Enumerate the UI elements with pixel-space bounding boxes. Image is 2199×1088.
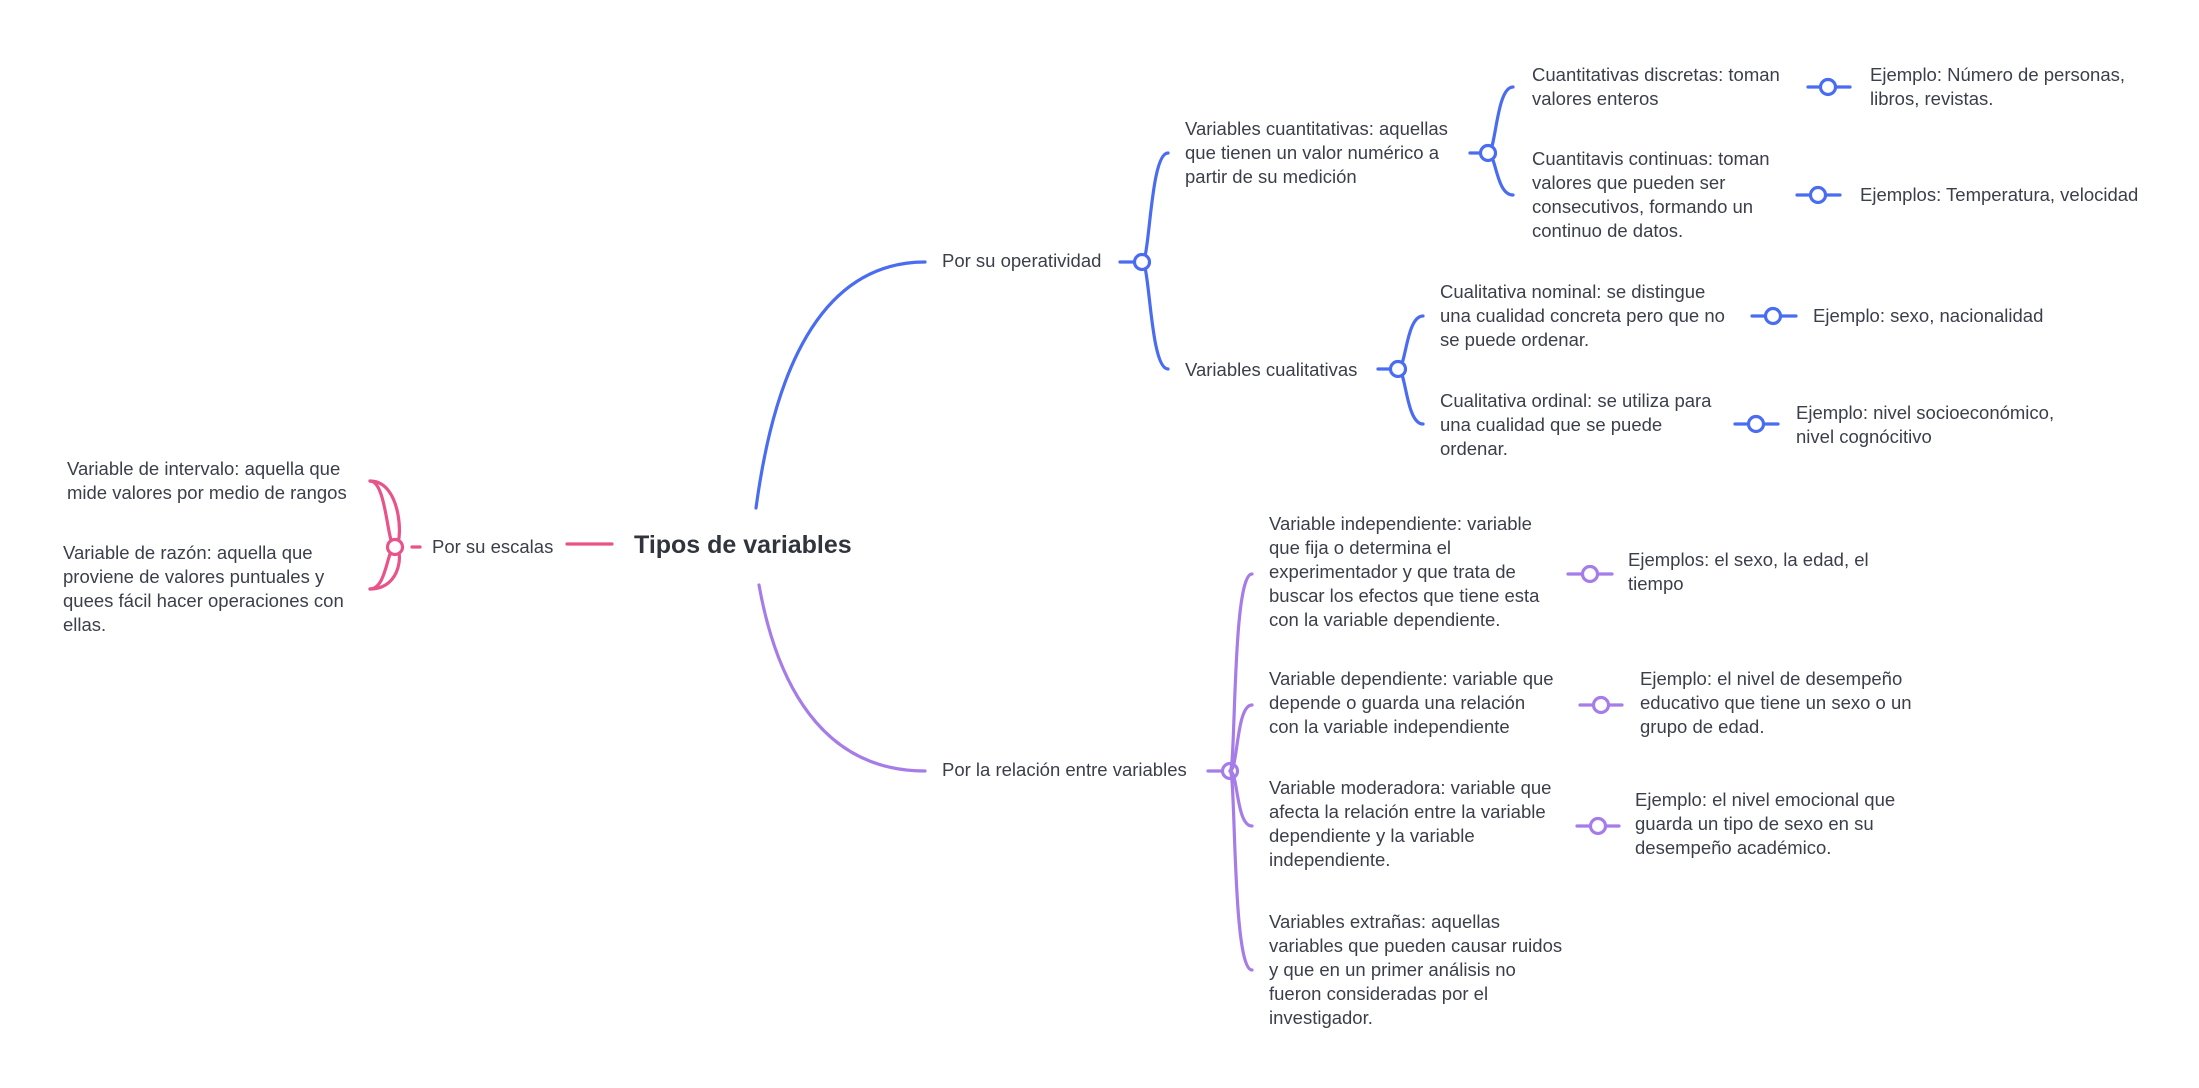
topic-line: una cualidad concreta pero que no [1440, 305, 1725, 326]
topic-line: se puede ordenar. [1440, 329, 1590, 350]
topic-line: partir de su medición [1185, 166, 1357, 187]
topic-line: Ejemplo: el nivel emocional que [1635, 789, 1896, 810]
topic-line: dependiente y la variable [1269, 825, 1475, 846]
topic-line: que tienen un valor numérico a [1185, 142, 1440, 163]
topic-line: experimentador y que trata de [1269, 561, 1516, 582]
topic-ejemplo-dependiente[interactable]: Ejemplo: el nivel de desempeño educativo… [1640, 667, 1912, 739]
topic-line: proviene de valores puntuales y [63, 566, 325, 587]
topic-line: afecta la relación entre la variable [1269, 801, 1546, 822]
topic-line: quees fácil hacer operaciones con [63, 590, 344, 611]
topic-line: con la variable independiente [1269, 716, 1510, 737]
topic-line: Ejemplos: Temperatura, velocidad [1860, 184, 2139, 205]
topic-variable-razon[interactable]: Variable de razón: aquella que proviene … [63, 541, 344, 637]
topic-line: variables que pueden causar ruidos [1269, 935, 1563, 956]
topic-line: Variable de intervalo: aquella que [67, 458, 341, 479]
topic-line: libros, revistas. [1870, 88, 1994, 109]
topic-line: investigador. [1269, 1007, 1373, 1028]
topic-line: Cuantitavis continuas: toman [1532, 148, 1770, 169]
root-topic[interactable]: Tipos de variables [634, 531, 852, 559]
topic-cuantitativas-continuas[interactable]: Cuantitavis continuas: toman valores que… [1532, 147, 1770, 243]
topic-line: Variable dependiente: variable que [1269, 668, 1554, 689]
collapse-knob[interactable] [1588, 816, 1608, 836]
topic-line: Variables cuantitativas: aquellas [1185, 118, 1448, 139]
collapse-knob[interactable] [385, 537, 405, 557]
topic-line: Ejemplo: nivel socioeconómico, [1796, 402, 2055, 423]
topic-line: mide valores por medio de rangos [67, 482, 347, 503]
topic-cualitativa-ordinal[interactable]: Cualitativa ordinal: se utiliza para una… [1440, 389, 1711, 461]
topic-line: depende o guarda una relación [1269, 692, 1526, 713]
topic-line: valores enteros [1532, 88, 1659, 109]
topic-line: Variables extrañas: aquellas [1269, 911, 1501, 932]
topic-ejemplo-discretas[interactable]: Ejemplo: Número de personas, libros, rev… [1870, 63, 2125, 111]
topic-line: tiempo [1628, 573, 1684, 594]
topic-variable-moderadora[interactable]: Variable moderadora: variable que afecta… [1269, 776, 1551, 872]
topic-cualitativa-nominal[interactable]: Cualitativa nominal: se distingue una cu… [1440, 280, 1725, 352]
topic-line: Variable independiente: variable [1269, 513, 1532, 534]
topic-line: Cualitativa nominal: se distingue [1440, 281, 1706, 302]
topic-line: con la variable dependiente. [1269, 609, 1501, 630]
topic-line: Cuantitativas discretas: toman [1532, 64, 1780, 85]
branch-connector [1228, 572, 1254, 773]
collapse-knob[interactable] [1818, 77, 1838, 97]
collapse-knob[interactable] [1132, 252, 1152, 272]
topic-line: Variable de razón: aquella que [63, 542, 313, 563]
topic-ejemplo-independiente[interactable]: Ejemplos: el sexo, la edad, el tiempo [1628, 548, 1869, 596]
collapse-knob[interactable] [1478, 143, 1498, 163]
main-connector-blue [754, 260, 927, 510]
topic-por-su-escalas[interactable]: Por su escalas [432, 536, 554, 557]
topic-por-su-operatividad[interactable]: Por su operatividad [942, 250, 1102, 271]
topic-line: grupo de edad. [1640, 716, 1765, 737]
topic-ejemplo-ordinal[interactable]: Ejemplo: nivel socioeconómico, nivel cog… [1796, 401, 2054, 449]
topic-line: Ejemplos: el sexo, la edad, el [1628, 549, 1869, 570]
topic-line: independiente. [1269, 849, 1391, 870]
topic-line: consecutivos, formando un [1532, 196, 1754, 217]
branch-connector [1140, 151, 1170, 264]
topic-line: Ejemplo: el nivel de desempeño [1640, 668, 1903, 689]
topic-line: Ejemplo: Número de personas, [1870, 64, 2126, 85]
topic-line: desempeño académico. [1635, 837, 1832, 858]
topic-variables-cuantitativas[interactable]: Variables cuantitativas: aquellas que ti… [1185, 117, 1448, 189]
topic-line: Ejemplo: sexo, nacionalidad [1813, 305, 2044, 326]
topic-line: una cualidad que se puede [1440, 414, 1663, 435]
topic-line: fueron consideradas por el [1269, 983, 1489, 1004]
topic-variable-dependiente[interactable]: Variable dependiente: variable que depen… [1269, 667, 1554, 739]
topic-ejemplo-moderadora[interactable]: Ejemplo: el nivel emocional que guarda u… [1635, 788, 1895, 860]
topic-line: Cualitativa ordinal: se utiliza para [1440, 390, 1712, 411]
branch-connector [1228, 769, 1254, 972]
collapse-knob[interactable] [1746, 414, 1766, 434]
main-connector-purple [757, 583, 927, 773]
topic-line: y que en un primer análisis no [1269, 959, 1516, 980]
topic-line: Variable moderadora: variable que [1269, 777, 1552, 798]
branch-connector [368, 479, 397, 549]
topic-line: valores que pueden ser [1532, 172, 1726, 193]
topic-ejemplo-continuas[interactable]: Ejemplos: Temperatura, velocidad [1860, 183, 2138, 207]
topic-line: buscar los efectos que tiene esta [1269, 585, 1540, 606]
topic-variable-independiente[interactable]: Variable independiente: variable que fij… [1269, 512, 1539, 632]
collapse-knob[interactable] [1388, 359, 1408, 379]
topic-por-la-relacion[interactable]: Por la relación entre variables [942, 759, 1187, 780]
branch-connector [1228, 703, 1254, 773]
collapse-knob[interactable] [1763, 306, 1783, 326]
topic-variable-intervalo[interactable]: Variable de intervalo: aquella que mide … [67, 457, 347, 505]
topic-variables-extranas[interactable]: Variables extrañas: aquellas variables q… [1269, 910, 1562, 1030]
collapse-knob[interactable] [1808, 185, 1828, 205]
topic-cuantitativas-discretas[interactable]: Cuantitativas discretas: toman valores e… [1532, 63, 1780, 111]
topic-line: guarda un tipo de sexo en su [1635, 813, 1874, 834]
topic-variables-cualitativas[interactable]: Variables cualitativas [1185, 359, 1358, 380]
topic-line: ellas. [63, 614, 107, 635]
topic-line: ordenar. [1440, 438, 1508, 459]
collapse-knob[interactable] [1591, 695, 1611, 715]
topic-line: educativo que tiene un sexo o un [1640, 692, 1912, 713]
branch-connector [1486, 85, 1515, 155]
topic-line: que fija o determina el [1269, 537, 1452, 558]
collapse-knob[interactable] [1580, 564, 1600, 584]
branch-connector [1140, 260, 1170, 371]
topic-line: continuo de datos. [1532, 220, 1684, 241]
topic-ejemplo-nominal[interactable]: Ejemplo: sexo, nacionalidad [1813, 304, 2043, 328]
topic-line: nivel cognócitivo [1796, 426, 1932, 447]
